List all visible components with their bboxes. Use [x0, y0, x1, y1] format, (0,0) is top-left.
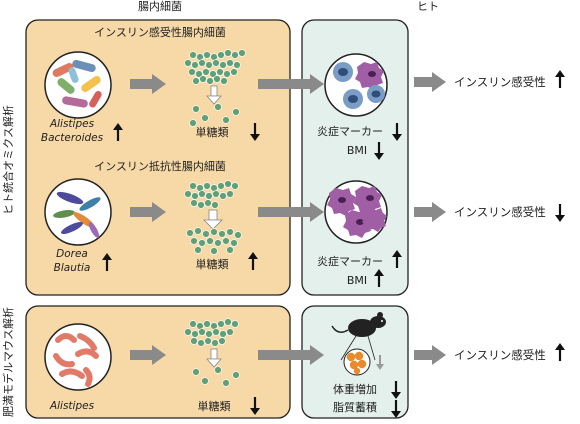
- side-label-human-omics: ヒト統合オミクス解析: [1, 105, 15, 215]
- degradation-arrow-sensitive: [206, 85, 222, 105]
- sensitive-monosaccharide-down-arrow: [250, 123, 260, 141]
- sensitive-panel-title: インスリン感受性腸内細菌: [94, 25, 226, 39]
- resistant-genus-up-arrow: [102, 253, 112, 271]
- outcome-arrow-sensitive: [414, 72, 446, 92]
- resistant-monosaccharide-up-arrow: [248, 252, 258, 270]
- fat-cells: [343, 348, 371, 376]
- resistant-bmi-up-arrow: [374, 269, 384, 287]
- sensitive-genus-1: Alistipes: [49, 118, 95, 130]
- mouse-outcome-up-arrow: [555, 343, 565, 361]
- monosaccharides-resistant: [186, 227, 242, 255]
- sensitive-inflammation-down-arrow: [392, 123, 402, 141]
- sensitive-bmi-down-arrow: [374, 142, 384, 160]
- bacteria-circle-resistant: [44, 178, 112, 246]
- resistant-inflammation-label: 炎症マーカー: [317, 254, 383, 268]
- sensitive-genus-up-arrow: [113, 123, 123, 141]
- degradation-arrow-mouse: [206, 348, 222, 368]
- resistant-panel-title: インスリン抵抗性腸内細菌: [94, 159, 226, 173]
- sensitive-genus-2: Bacteroides: [41, 132, 104, 144]
- fat-cells-decrease-arrow: [376, 355, 384, 370]
- immune-cells-sensitive: [324, 53, 388, 117]
- header-gut-bacteria: 腸内細菌: [138, 0, 182, 13]
- flow-arrow-r1-b: [258, 74, 324, 94]
- flow-arrow-r2-a: [130, 202, 166, 222]
- side-label-mouse: 肥満モデルマウス解析: [1, 307, 15, 417]
- bacteria-circle-mouse: [44, 323, 112, 391]
- polysaccharide-chains-mouse: [184, 318, 239, 347]
- outcome-arrow-resistant: [414, 202, 446, 222]
- flow-arrow-r3-a: [130, 345, 166, 365]
- sensitive-monosaccharide-label: 単糖類: [196, 125, 229, 139]
- resistant-outcome-label: インスリン感受性: [454, 205, 546, 219]
- monosaccharides-mouse: [192, 366, 240, 387]
- resistant-outcome-down-arrow: [555, 204, 565, 222]
- flow-arrow-r1-a: [130, 74, 166, 94]
- sensitive-outcome-label: インスリン感受性: [454, 75, 546, 89]
- flow-arrow-r2-b: [258, 202, 324, 222]
- mouse-fat-accumulation-down-arrow: [391, 400, 401, 418]
- resistant-genus-1: Dorea: [56, 248, 88, 260]
- mouse-weight-gain-down-arrow: [391, 381, 401, 399]
- bacteria-circle-sensitive: [44, 51, 112, 119]
- mouse-monosaccharide-down-arrow: [250, 397, 260, 415]
- resistant-inflammation-up-arrow: [392, 250, 402, 268]
- mouse-weight-gain-label: 体重増加: [333, 382, 377, 396]
- monosaccharides-sensitive: [189, 103, 240, 127]
- resistant-bmi-label: BMI: [347, 274, 367, 287]
- degradation-arrow-resistant: [203, 209, 223, 230]
- mouse-fat-accumulation-label: 脂質蓄積: [333, 400, 377, 414]
- immune-cells-resistant: [324, 180, 388, 244]
- sensitive-inflammation-label: 炎症マーカー: [317, 124, 383, 138]
- sensitive-bmi-label: BMI: [347, 144, 367, 157]
- mouse-outcome-label: インスリン感受性: [454, 348, 546, 362]
- sensitive-outcome-up-arrow: [555, 70, 565, 88]
- polysaccharide-chains-resistant: [184, 180, 239, 209]
- polysaccharide-chains-sensitive: [184, 49, 246, 85]
- flow-arrow-r3-b: [258, 345, 324, 365]
- mouse-illustration: [331, 312, 386, 361]
- header-human: ヒト: [417, 0, 439, 13]
- resistant-monosaccharide-label: 単糖類: [196, 257, 229, 271]
- resistant-genus-2: Blautia: [54, 262, 91, 274]
- mouse-monosaccharide-label: 単糖類: [198, 399, 231, 413]
- outcome-arrow-mouse: [414, 345, 446, 365]
- mouse-genus-1: Alistipes: [49, 400, 95, 412]
